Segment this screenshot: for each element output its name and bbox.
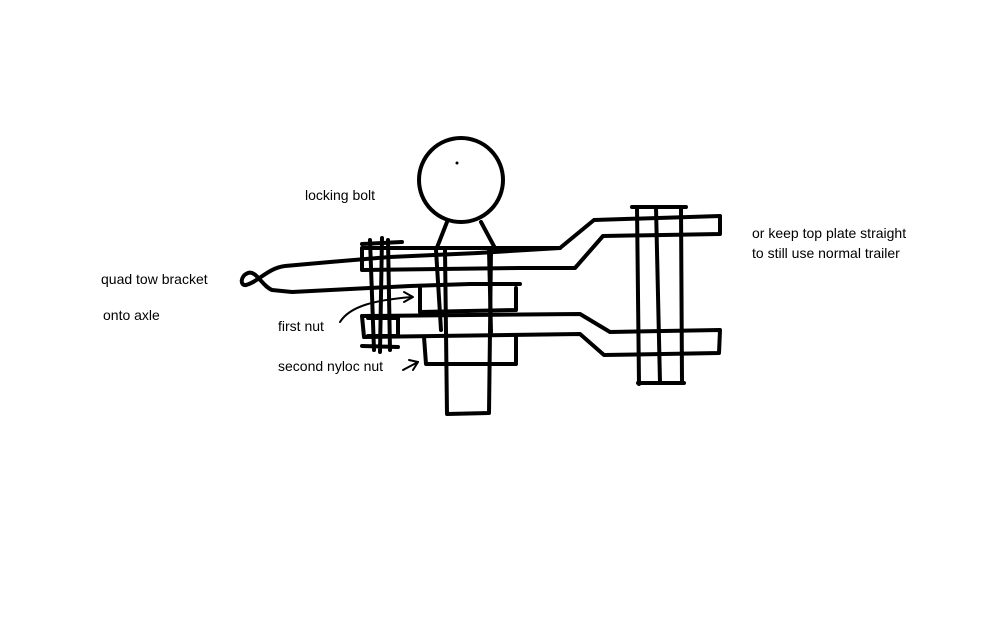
tow-ball [417, 136, 505, 224]
spacer-block [418, 286, 518, 314]
second-nyloc-nut [422, 335, 518, 366]
trailer-frame-upright [630, 205, 688, 386]
tow-ball-dot [455, 161, 459, 165]
second-nut-arrowhead [408, 359, 419, 371]
top-plate [360, 214, 722, 272]
label-quad-tow-bracket: quad tow bracket [101, 271, 208, 287]
first-nut-arrowhead [403, 291, 414, 303]
label-first-nut: first nut [278, 318, 324, 334]
label-onto-axle: onto axle [103, 307, 160, 323]
locking-bolt [360, 236, 404, 354]
tow-ball-shank [443, 248, 493, 416]
tow-ball-neck [434, 220, 498, 252]
label-locking-bolt: locking bolt [305, 187, 376, 203]
label-top-plate-note-line2: to still use normal trailer [752, 245, 900, 261]
bottom-plate [360, 312, 722, 357]
first-nut-pointer [339, 296, 413, 323]
first-nut [366, 316, 400, 338]
label-top-plate-note-line1: or keep top plate straight [752, 225, 907, 241]
label-second-nyloc-nut: second nyloc nut [278, 358, 384, 374]
quad-tow-bracket [239, 246, 562, 294]
second-nut-pointer [402, 361, 419, 371]
